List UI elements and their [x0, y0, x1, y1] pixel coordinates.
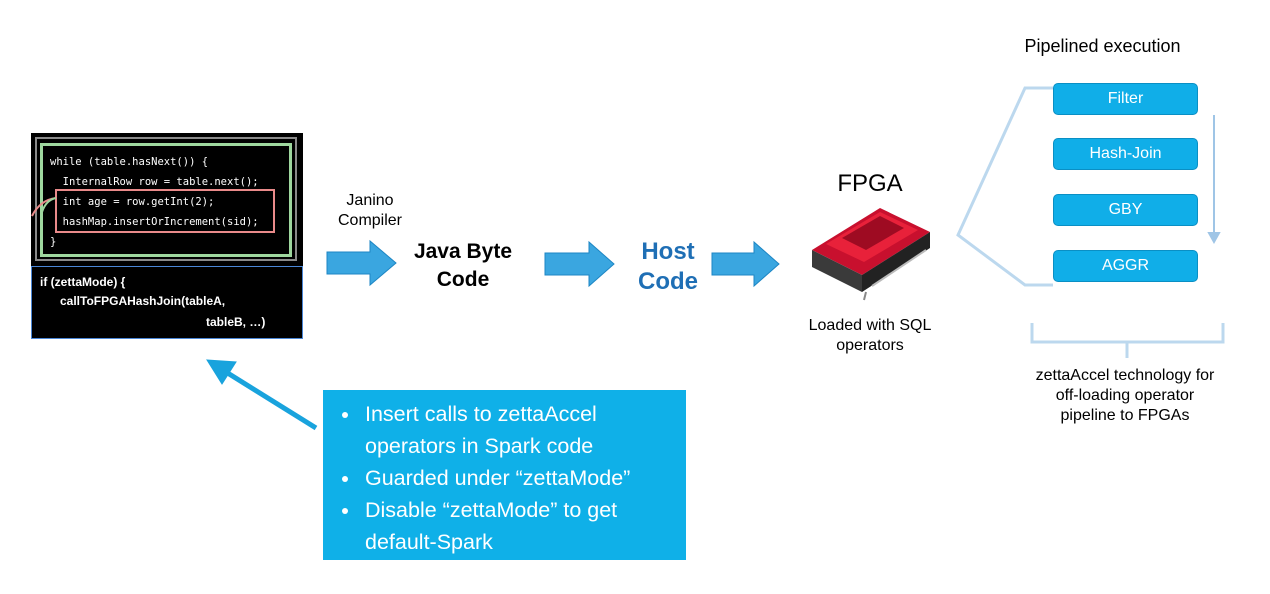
code-panel	[31, 133, 303, 267]
host-code-line-2: Code	[638, 268, 698, 295]
pipeline-caption-line-1: zettaAccel technology for	[1035, 367, 1215, 384]
zetta-line-3: tableB, …)	[206, 315, 266, 329]
hash-operation-highlight-frame	[55, 189, 275, 233]
arrow-compiler	[326, 239, 397, 287]
janino-label-line-2: Compiler	[337, 212, 402, 229]
pipeline-caption-line-2: off-loading operator	[1055, 387, 1195, 404]
stage-filter: Filter	[1053, 83, 1198, 115]
feedback-arrow	[206, 359, 318, 431]
java-byte-code-line-1: Java Byte	[413, 240, 513, 263]
stage-aggr: AGGR	[1053, 250, 1198, 282]
pipeline-caption: zettaAccel technology for off-loading op…	[1000, 366, 1250, 426]
code-line-1: while (table.hasNext()) {	[50, 156, 209, 168]
callout-bullet-3: Disable “zettaMode” to get default-Spark	[361, 494, 686, 558]
host-code-line-1: Host	[641, 238, 695, 265]
pipeline-caption-line-3: pipeline to FPGAs	[1060, 407, 1190, 424]
fpga-caption-line-1: Loaded with SQL	[808, 317, 932, 334]
arrow-byte-to-host	[544, 240, 615, 288]
pipeline-flow-arrow	[1207, 115, 1221, 245]
stage-hash-join: Hash-Join	[1053, 138, 1198, 170]
pipeline-title: Pipelined execution	[1024, 36, 1181, 56]
pipeline-fanout	[956, 86, 1053, 287]
zetta-mode-code: if (zettaMode) { callToFPGAHashJoin(tabl…	[31, 266, 303, 339]
host-code-label: Host Code	[618, 237, 718, 297]
fpga-card-icon	[812, 208, 930, 301]
zetta-callout: Insert calls to zettaAccel operators in …	[323, 390, 686, 560]
callout-bullet-list: Insert calls to zettaAccel operators in …	[323, 390, 686, 558]
code-line-3: int age = row.getInt(2);	[50, 196, 215, 208]
janino-label: Janino Compiler	[325, 191, 415, 231]
stage-gby: GBY	[1053, 194, 1198, 226]
arrow-host-to-fpga	[711, 240, 780, 288]
zetta-line-2: callToFPGAHashJoin(tableA,	[60, 294, 226, 308]
fpga-caption-line-2: operators	[836, 337, 904, 354]
code-line-2: InternalRow row = table.next();	[50, 176, 259, 188]
java-byte-code-label: Java Byte Code	[398, 238, 528, 294]
fpga-caption: Loaded with SQL operators	[790, 316, 950, 356]
red-connector-curve	[31, 197, 57, 217]
pipeline-bracket	[1030, 323, 1225, 358]
code-line-5: }	[50, 236, 57, 248]
loop-highlight-frame	[40, 143, 292, 257]
code-frame-outer	[35, 137, 297, 261]
janino-label-line-1: Janino	[346, 192, 394, 209]
code-line-4: hashMap.insertOrIncrement(sid);	[50, 216, 259, 228]
fpga-title: FPGA	[837, 170, 903, 197]
zetta-line-1: if (zettaMode) {	[40, 275, 126, 289]
java-byte-code-line-2: Code	[436, 268, 490, 291]
callout-bullet-2: Guarded under “zettaMode”	[361, 462, 686, 494]
callout-bullet-1: Insert calls to zettaAccel operators in …	[361, 398, 686, 462]
